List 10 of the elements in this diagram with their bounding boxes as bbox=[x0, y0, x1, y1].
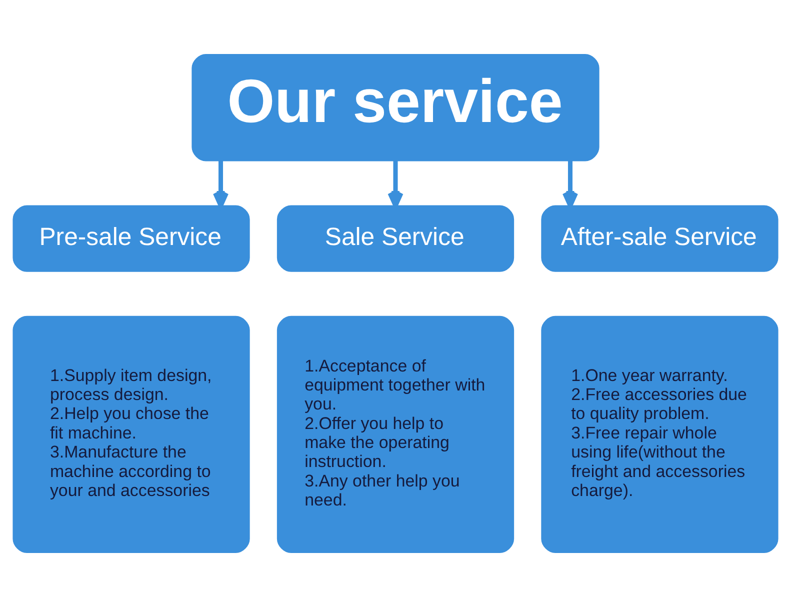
node-box: 1.One year warranty. 2.Free accessories due to quality problem. 3.Free repair whole using life(without the freight and accessories charge). bbox=[541, 316, 778, 554]
arrow bbox=[388, 160, 404, 208]
node-box: 1.Supply item design, process design. 2.Help you chose the fit machine. 3.Manufacture the machine according to your and accessories bbox=[12, 316, 250, 554]
node-box: 1.Acceptance of equipment together with you. 2.Offer you help to make the operating instruction. 3.Any other help you need. bbox=[276, 316, 514, 554]
arrow bbox=[212, 160, 229, 208]
arrow bbox=[562, 160, 578, 208]
node-box: Our service bbox=[192, 54, 600, 162]
node-box: Pre-sale Service bbox=[12, 205, 250, 272]
node-box: Sale Service bbox=[276, 205, 514, 272]
node-box: After-sale Service bbox=[541, 205, 778, 272]
